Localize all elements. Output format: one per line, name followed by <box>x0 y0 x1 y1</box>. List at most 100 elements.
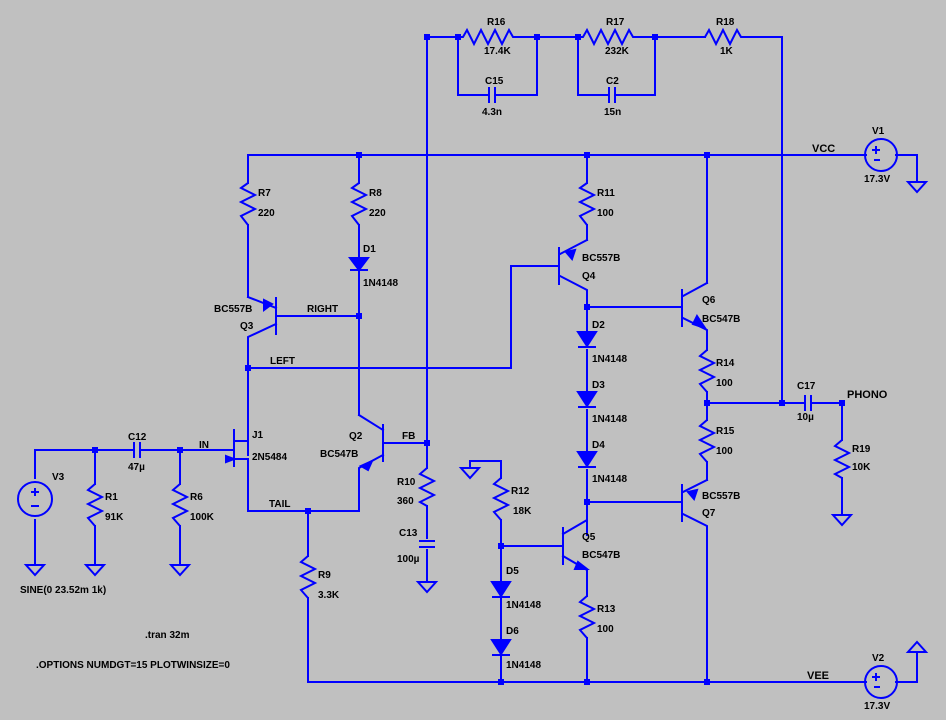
labels: R16 17.4K R17 232K R18 1K C15 4.3n C2 15… <box>20 17 890 712</box>
label-v2-value: 17.3V <box>864 701 890 712</box>
ground-r6 <box>168 564 192 577</box>
label-d6-ref: D6 <box>506 626 519 637</box>
label-q6-ref: Q6 <box>702 295 716 306</box>
ground-r19 <box>830 514 854 527</box>
net-label-right: RIGHT <box>307 304 338 315</box>
label-c17-ref: C17 <box>797 381 816 392</box>
resistor-r17 <box>578 27 655 47</box>
label-v3-ref: V3 <box>52 472 65 483</box>
label-r1-ref: R1 <box>105 492 118 503</box>
net-label-fb: FB <box>402 431 415 442</box>
resistor-r15 <box>697 419 717 463</box>
resistor-r10 <box>417 467 437 507</box>
label-r9-value: 3.3K <box>318 590 340 601</box>
label-r10-value: 360 <box>397 496 414 507</box>
label-r10-ref: R10 <box>397 477 416 488</box>
resistor-r1 <box>85 483 105 527</box>
label-r16-ref: R16 <box>487 17 506 28</box>
label-q2-ref: Q2 <box>349 431 363 442</box>
label-c2-ref: C2 <box>606 76 619 87</box>
label-r18-value: 1K <box>720 46 734 57</box>
diode-d3 <box>576 391 598 408</box>
label-r16-value: 17.4K <box>484 46 511 57</box>
label-q7-ref: Q7 <box>702 508 716 519</box>
label-r7-ref: R7 <box>258 188 271 199</box>
net-label-tail: TAIL <box>269 499 290 510</box>
label-r13-ref: R13 <box>597 604 616 615</box>
label-r17-value: 232K <box>605 46 630 57</box>
resistor-r19 <box>832 439 852 479</box>
net-label-vcc: VCC <box>812 143 835 155</box>
label-d5-value: 1N4148 <box>506 600 541 611</box>
label-r19-value: 10K <box>852 462 871 473</box>
label-c13-ref: C13 <box>399 528 418 539</box>
resistor-r11 <box>577 182 597 226</box>
capacitor-c2 <box>602 87 622 103</box>
label-q7-value: BC557B <box>702 491 740 502</box>
directive-tran: .tran 32m <box>145 630 190 641</box>
ground-c13 <box>415 581 439 594</box>
label-d4-value: 1N4148 <box>592 474 627 485</box>
label-r15-value: 100 <box>716 446 733 457</box>
diode-d2 <box>576 330 598 348</box>
capacitors <box>131 87 816 548</box>
arrow-q2 <box>358 459 374 472</box>
net-label-phono: PHONO <box>847 389 888 401</box>
label-d4-ref: D4 <box>592 440 605 451</box>
resistor-r18 <box>704 27 745 47</box>
label-q3-value: BC557B <box>214 304 252 315</box>
capacitor-c12 <box>131 442 143 458</box>
label-v1-ref: V1 <box>872 126 885 137</box>
capacitor-c13 <box>419 540 435 548</box>
ground-v1 <box>905 181 929 194</box>
label-r8-value: 220 <box>369 208 386 219</box>
label-q5-value: BC547B <box>582 550 620 561</box>
label-r7-value: 220 <box>258 208 275 219</box>
label-r13-value: 100 <box>597 624 614 635</box>
label-d3-value: 1N4148 <box>592 414 627 425</box>
ground-v3 <box>23 564 47 577</box>
net-label-vee: VEE <box>807 670 829 682</box>
label-d3-ref: D3 <box>592 380 605 391</box>
ground-r12 <box>458 467 482 480</box>
wires <box>34 36 918 683</box>
label-d2-value: 1N4148 <box>592 354 627 365</box>
transistor-arrows <box>225 248 708 570</box>
label-q6-value: BC547B <box>702 314 740 325</box>
label-r11-value: 100 <box>597 208 614 219</box>
label-v3-value: SINE(0 23.52m 1k) <box>20 585 106 596</box>
label-r14-value: 100 <box>716 378 733 389</box>
label-d1-ref: D1 <box>363 244 376 255</box>
resistor-r7 <box>238 182 258 226</box>
source-v1 <box>864 138 898 172</box>
label-r12-value: 18K <box>513 506 532 517</box>
arrow-q6 <box>691 314 708 330</box>
capacitor-c15 <box>482 87 502 103</box>
resistor-r16 <box>458 27 537 47</box>
label-r18-ref: R18 <box>716 17 735 28</box>
source-v2 <box>864 665 898 699</box>
label-r19-ref: R19 <box>852 444 871 455</box>
label-q2-value: BC547B <box>320 449 358 460</box>
ground-v2 <box>905 640 929 653</box>
source-v3 <box>17 481 53 517</box>
label-v1-value: 17.3V <box>864 174 890 185</box>
arrow-j1 <box>225 454 237 464</box>
resistor-r12 <box>491 477 511 521</box>
arrow-q7 <box>686 488 699 501</box>
label-q5-ref: Q5 <box>582 532 596 543</box>
label-v2-ref: V2 <box>872 653 885 664</box>
net-label-in: IN <box>199 440 209 451</box>
resistors <box>85 27 852 639</box>
capacitor-c17 <box>800 395 816 411</box>
label-c13-value: 100µ <box>397 554 420 565</box>
label-r12-ref: R12 <box>511 486 530 497</box>
diode-d5 <box>490 581 512 598</box>
diode-d6 <box>490 639 512 656</box>
arrow-q5 <box>573 560 590 570</box>
label-r8-ref: R8 <box>369 188 382 199</box>
label-q4-ref: Q4 <box>582 271 596 282</box>
label-c15-value: 4.3n <box>482 107 502 118</box>
diodes <box>348 257 598 656</box>
